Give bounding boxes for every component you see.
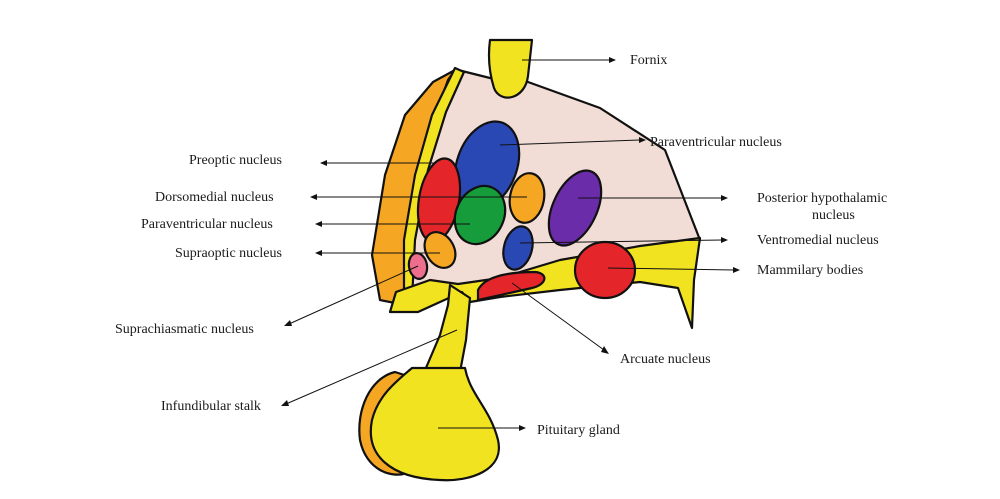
arcuate-nucleus-shape [476, 270, 546, 302]
arrowhead-posterior [721, 195, 728, 201]
label-paraventricular-right: Paraventricular nucleus [650, 135, 782, 150]
arrowhead-preoptic [320, 160, 327, 166]
mammillary-bodies-shape [573, 240, 637, 300]
arrowhead-infundibular [281, 400, 289, 406]
leader-paraventricular-right [499, 139, 641, 146]
labels: Fornix Paraventricular nucleus Preoptic … [115, 53, 887, 438]
ventromedial-nucleus-shape [502, 225, 534, 271]
label-arcuate: Arcuate nucleus [620, 352, 711, 367]
leader-arcuate [511, 282, 605, 351]
label-dorsomedial: Dorsomedial nucleus [155, 190, 274, 205]
leader-lines [281, 57, 740, 431]
dorsomedial-nucleus-shape [453, 184, 507, 246]
label-posterior-line2: nucleus [812, 208, 855, 223]
label-posterior-line1: Posterior hypothalamic [757, 191, 887, 206]
label-ventromedial: Ventromedial nucleus [757, 233, 879, 248]
label-supraoptic: Supraoptic nucleus [175, 246, 282, 261]
posterior-hypothalamic-nucleus-shape [547, 169, 603, 247]
leader-mammillary [607, 267, 735, 271]
paraventricular-orange-nucleus [508, 172, 546, 224]
arrowhead-suprachiasmatic [284, 320, 292, 326]
leader-ventromedial [519, 239, 723, 244]
label-suprachiasmatic: Suprachiasmatic nucleus [115, 322, 254, 337]
arrowhead-arcuate [601, 346, 609, 354]
supraoptic-nucleus-shape [423, 231, 457, 269]
pituitary-gland-shape [369, 366, 500, 482]
label-pituitary: Pituitary gland [537, 423, 620, 438]
arrowhead-mammillary [733, 267, 740, 273]
label-preoptic: Preoptic nucleus [189, 153, 282, 168]
arrowhead-pituitary [519, 425, 526, 431]
leader-infundibular [285, 329, 458, 405]
fornix-shape [487, 38, 534, 99]
arrowhead-paraventricular-right [639, 137, 646, 143]
arrowhead-fornix [609, 57, 616, 63]
label-paraventricular-left: Paraventricular nucleus [141, 217, 273, 232]
arrowhead-dorsomedial [310, 194, 317, 200]
leader-suprachiasmatic [288, 265, 419, 325]
arrowhead-ventromedial [721, 237, 728, 243]
arrowhead-supraoptic [315, 250, 322, 256]
label-mammillary: Mammilary bodies [757, 263, 863, 278]
label-infundibular: Infundibular stalk [161, 399, 261, 414]
arrowhead-paraventricular-left [315, 221, 322, 227]
label-fornix: Fornix [630, 53, 667, 68]
